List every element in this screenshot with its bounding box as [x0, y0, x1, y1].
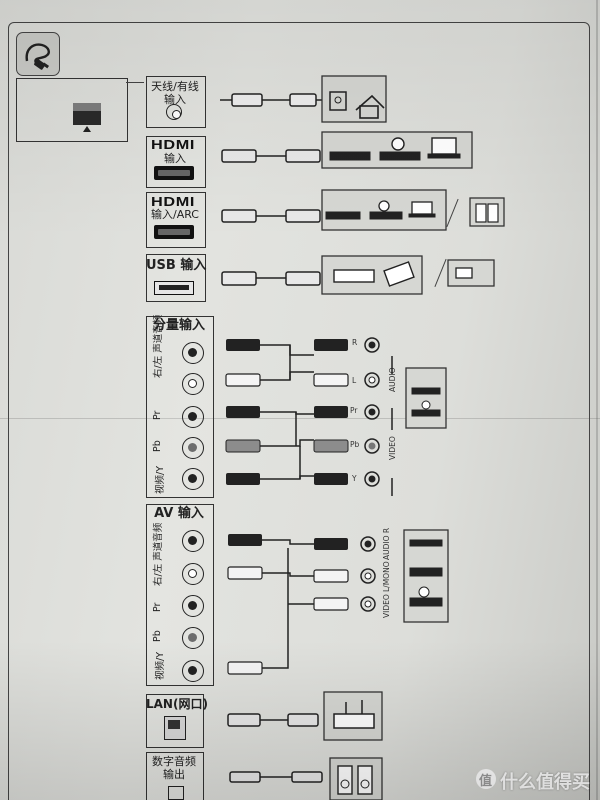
- watermark-text: 什么值得买: [500, 772, 590, 793]
- hdmi-arc-port: [154, 225, 194, 239]
- usb-input-label: USB 输入: [146, 258, 207, 273]
- component-right-label-r: R: [352, 338, 358, 347]
- av-audio-l-jack: [182, 563, 204, 585]
- component-input-box: [146, 316, 214, 498]
- component-right-label-y: Y: [352, 474, 357, 483]
- component-pb-jack: [182, 437, 204, 459]
- component-audio-l-jack: [182, 373, 204, 395]
- lan-label: LAN(网口): [146, 697, 208, 711]
- optical-out-label: 数字音频 输出: [152, 755, 196, 781]
- hdmi-logo: HDMI: [151, 137, 196, 152]
- av-input-title: AV 输入: [154, 506, 204, 521]
- watermark-logo-icon: [476, 769, 496, 789]
- antenna-coax-port: [166, 104, 182, 120]
- hdmi-port: [154, 166, 194, 180]
- component-input-title: 分量输入: [152, 318, 205, 333]
- component-pr-jack: [182, 406, 204, 428]
- page-frame: [8, 22, 590, 800]
- component-audio-r-jack: [182, 342, 204, 364]
- av-input-box: [146, 504, 214, 686]
- component-right-label-l: L: [352, 376, 357, 385]
- page-fold-horizontal: [0, 418, 600, 419]
- component-y-jack: [182, 468, 204, 490]
- optical-out-box: [146, 752, 204, 800]
- tv-rear-panel-icon: [16, 78, 128, 142]
- hdmi-arc-input-label: 输入/ARC: [150, 208, 199, 221]
- lan-ethernet-port: [164, 716, 186, 740]
- hdmi-arc-logo: HDMI: [151, 194, 196, 209]
- connection-cable-icon: [16, 32, 60, 76]
- av-audio-r-jack: [182, 530, 204, 552]
- av-pr-jack: [182, 595, 204, 617]
- usb-port: [154, 281, 194, 295]
- antenna-input-label: 天线/有线 输入: [151, 80, 199, 106]
- tv-leader-line: [126, 82, 144, 84]
- component-right-label-pb: Pb: [350, 440, 360, 449]
- av-pb-jack: [182, 627, 204, 649]
- component-right-label-pr: Pr: [350, 406, 358, 415]
- hdmi-input-label: 输入: [164, 152, 186, 165]
- av-video-jack: [182, 660, 204, 682]
- page-fold-vertical: [596, 0, 598, 800]
